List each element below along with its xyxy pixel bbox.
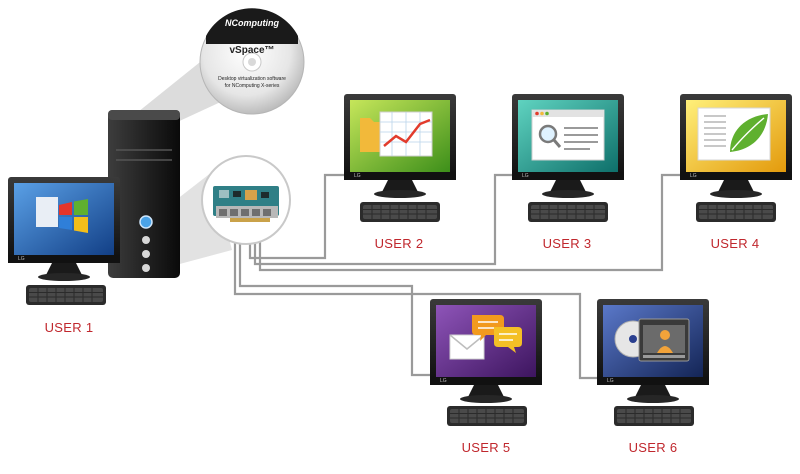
leaf-document-icon bbox=[697, 107, 771, 161]
keyboard-user-1 bbox=[25, 284, 107, 306]
monitor-brand: LG bbox=[18, 256, 25, 262]
media-player-icon bbox=[614, 318, 690, 362]
keyboard-user-3 bbox=[527, 201, 609, 223]
keyboard-user-4 bbox=[695, 201, 777, 223]
user-4-label: USER 4 bbox=[710, 236, 760, 251]
monitor-brand: LG bbox=[607, 378, 614, 384]
monitor-brand: LG bbox=[440, 378, 447, 384]
workstation-user-5: LG bbox=[430, 299, 542, 403]
workstation-user-1: LG bbox=[8, 177, 120, 281]
user-2-label: USER 2 bbox=[374, 236, 424, 251]
cd-caption-line-2: for NComputing X-series bbox=[224, 83, 280, 89]
vspace-cd bbox=[199, 8, 305, 115]
browser-search-icon bbox=[531, 109, 605, 161]
user-1-label: USER 1 bbox=[44, 320, 94, 335]
keyboard-user-5 bbox=[446, 405, 528, 427]
workstation-user-3: LG bbox=[512, 94, 624, 198]
chart-document-icon bbox=[360, 111, 433, 157]
windows-logo-icon bbox=[36, 197, 88, 233]
cd-product-name: vSpace™ bbox=[229, 45, 275, 56]
card-zoom-cone bbox=[176, 172, 232, 265]
workstation-user-6: LG bbox=[597, 299, 709, 403]
chat-mail-icon bbox=[449, 315, 522, 360]
user-6-label: USER 6 bbox=[628, 440, 678, 455]
workstation-user-4: LG bbox=[680, 94, 792, 198]
keyboard-user-2 bbox=[359, 201, 441, 223]
monitor-brand: LG bbox=[354, 173, 361, 179]
monitor-brand: LG bbox=[522, 173, 529, 179]
user-5-label: USER 5 bbox=[461, 440, 511, 455]
user-3-label: USER 3 bbox=[542, 236, 592, 251]
keyboard-user-6 bbox=[613, 405, 695, 427]
network-cables bbox=[233, 173, 680, 380]
cd-brand: NComputing bbox=[225, 18, 279, 28]
monitor-brand: LG bbox=[690, 173, 697, 179]
network-card-magnifier bbox=[201, 155, 291, 245]
cd-caption-line-1: Desktop virtualization software bbox=[218, 76, 286, 82]
server-tower bbox=[108, 110, 180, 278]
workstation-user-2: LG bbox=[344, 94, 456, 198]
